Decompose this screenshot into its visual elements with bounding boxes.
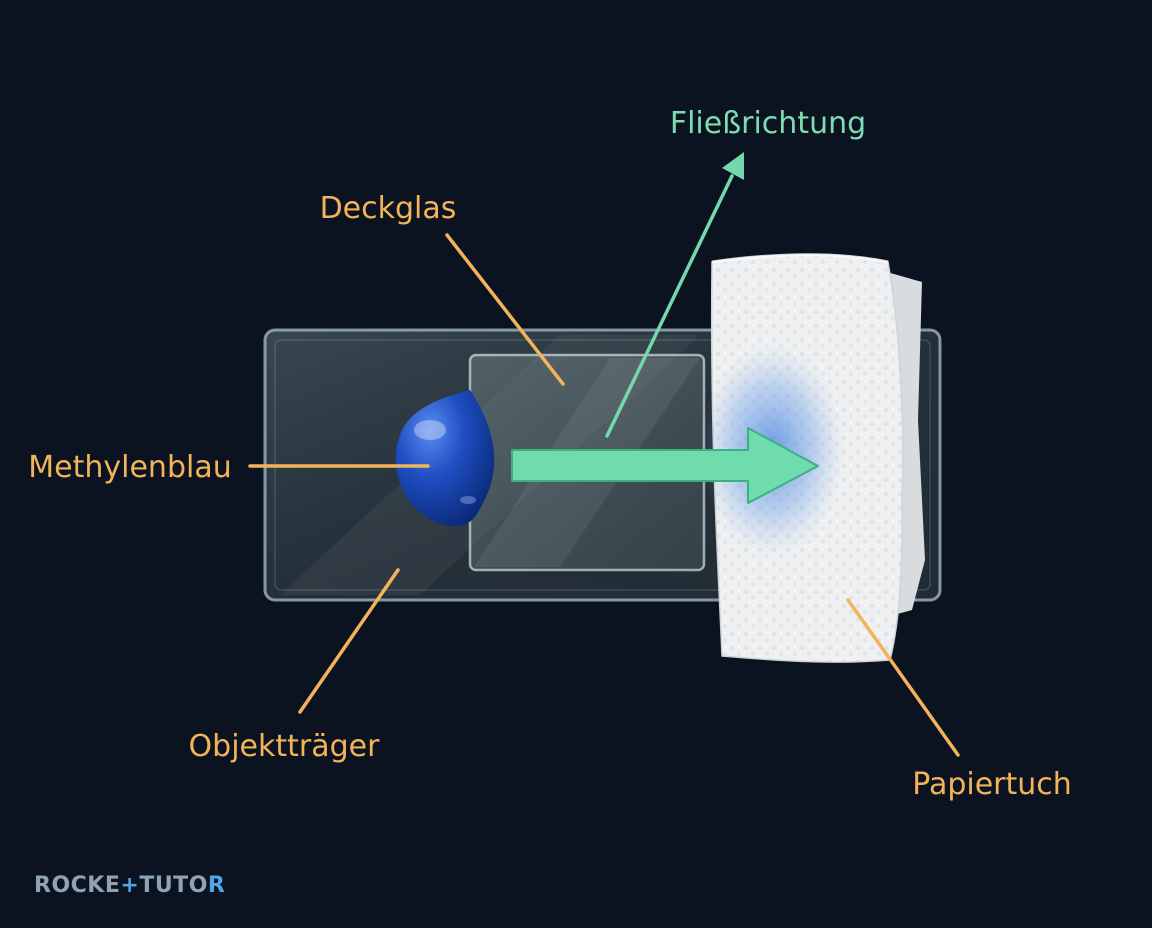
logo-part-2: TUTO	[139, 873, 208, 898]
leader-deckglas	[445, 233, 565, 386]
leader-papiertuch	[846, 598, 960, 757]
label-deckglas: Deckglas	[320, 191, 457, 226]
label-methylenblau: Methylenblau	[28, 450, 231, 485]
brand-logo: ROCKE+TUTOR	[34, 873, 225, 898]
label-papiertuch: Papiertuch	[912, 767, 1072, 802]
methylene-blue-drop	[395, 390, 495, 527]
flow-arrow	[511, 427, 819, 504]
arrow-up-right-icon	[605, 152, 744, 438]
leader-objekttraeger	[298, 568, 400, 714]
logo-part-1: ROCKE	[34, 873, 120, 898]
label-objekttraeger: Objektträger	[189, 729, 381, 764]
logo-plus: +	[120, 873, 139, 898]
logo-part-3: R	[208, 873, 225, 898]
label-fliessrichtung: Fließrichtung	[670, 106, 866, 141]
